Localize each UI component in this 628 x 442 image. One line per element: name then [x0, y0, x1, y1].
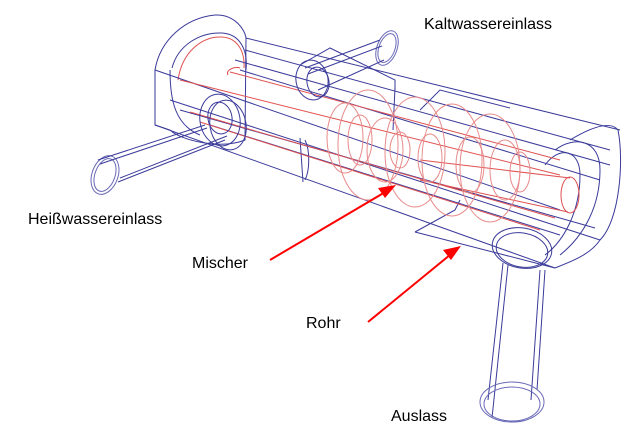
pipe-housing — [154, 37, 621, 269]
left-end-cap — [154, 14, 247, 145]
label-cold-inlet: Kaltwassereinlass — [424, 16, 553, 33]
pipe-callout-arrow — [367, 246, 461, 323]
outlet-pipe — [479, 227, 553, 423]
cold-inlet-pipe — [295, 30, 399, 101]
label-mixer: Mischer — [192, 255, 249, 272]
right-end-cap — [419, 125, 622, 269]
mixer-elements — [326, 89, 531, 223]
label-outlet: Auslass — [391, 408, 448, 425]
mixer-callout-arrow — [269, 185, 396, 261]
label-pipe: Rohr — [306, 315, 341, 332]
inner-tube — [179, 67, 561, 231]
label-hot-inlet: Heißwassereinlass — [28, 211, 163, 228]
hot-inlet-pipe — [90, 93, 247, 195]
